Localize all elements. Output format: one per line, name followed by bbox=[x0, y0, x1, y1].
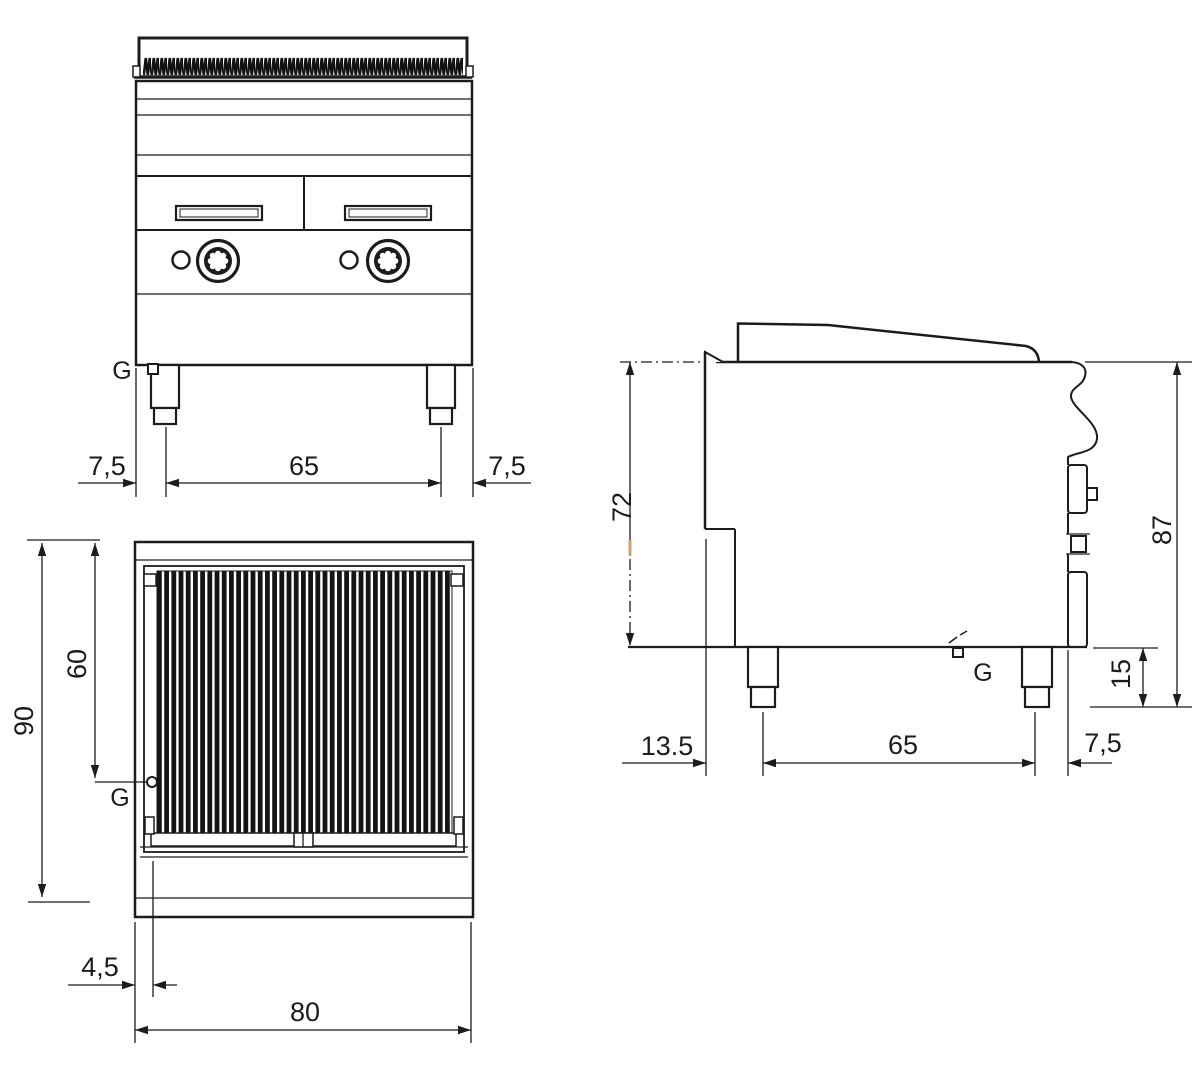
gas-fitting bbox=[1070, 535, 1087, 553]
grill-rack-teeth bbox=[143, 54, 463, 76]
dim-left-leg-offset: 7,5 bbox=[88, 451, 126, 481]
dimension-leg-height: 15 bbox=[1093, 647, 1158, 707]
rack-tab-left bbox=[132, 65, 141, 78]
control-knob-left bbox=[195, 238, 241, 284]
gas-connection-marker bbox=[952, 647, 964, 658]
dimension-width-total: 80 bbox=[135, 922, 472, 1043]
gas-connection-marker bbox=[146, 776, 158, 788]
handle-left bbox=[174, 204, 264, 222]
dim-leg-height: 15 bbox=[1106, 659, 1136, 689]
rear-valve-nub bbox=[1086, 487, 1098, 501]
dim-front-leg-offset: 13.5 bbox=[641, 731, 694, 761]
leg-front-right bbox=[425, 363, 457, 426]
gas-label: G bbox=[973, 659, 992, 687]
gas-label: G bbox=[110, 784, 129, 812]
rack-tab-right bbox=[465, 65, 474, 78]
grill-lid-profile bbox=[736, 322, 1041, 363]
dimension-depth-total: 90 bbox=[9, 539, 100, 903]
pilot-button-right bbox=[339, 250, 359, 270]
handle-right bbox=[343, 204, 433, 222]
dim-worktop-height: 72 bbox=[607, 492, 637, 522]
rear-valve-box bbox=[1067, 464, 1088, 514]
dimension-gas-depth: 60 G bbox=[62, 543, 147, 812]
dim-gas-depth: 60 bbox=[62, 649, 92, 679]
dim-leg-spacing-side: 65 bbox=[888, 730, 918, 760]
dimension-worktop-height: 72 bbox=[607, 362, 637, 646]
dimension-side-depth: 13.5 65 7,5 bbox=[622, 539, 1122, 776]
grill-side-clip-right bbox=[453, 816, 464, 835]
grill-side-clip-left bbox=[144, 816, 155, 835]
dimension-front-offset: 4,5 bbox=[68, 861, 177, 1043]
dim-right-leg-offset: 7,5 bbox=[488, 451, 526, 481]
gas-label: G bbox=[112, 357, 131, 385]
gas-connection-marker bbox=[147, 363, 159, 375]
gas-leader-line bbox=[948, 630, 968, 644]
dim-depth-total: 90 bbox=[9, 706, 39, 736]
control-knob-right bbox=[365, 238, 411, 284]
pilot-button-left bbox=[171, 250, 191, 270]
dim-front-offset: 4,5 bbox=[81, 952, 119, 982]
rear-flue-profile bbox=[1067, 361, 1099, 465]
dimension-front-width: 7,5 65 7,5 bbox=[78, 368, 531, 497]
grill-bars bbox=[156, 570, 453, 834]
dim-leg-spacing: 65 bbox=[289, 451, 319, 481]
dimension-total-height: 87 bbox=[1085, 361, 1192, 708]
leg-side-rear bbox=[1020, 645, 1054, 709]
grill-clip-top-left bbox=[143, 573, 157, 587]
dim-rear-leg-offset: 7,5 bbox=[1084, 728, 1122, 758]
rear-lower-box bbox=[1067, 571, 1088, 648]
grill-clip-top-right bbox=[450, 573, 464, 587]
top-view: 90 60 G 4,5 80 bbox=[9, 539, 475, 1043]
side-view: G 72 87 15 bbox=[607, 322, 1192, 776]
front-lip bbox=[704, 350, 724, 363]
dim-width-total: 80 bbox=[290, 997, 320, 1027]
front-view: G 7,5 65 7,5 bbox=[78, 36, 531, 497]
dim-total-height: 87 bbox=[1147, 515, 1177, 545]
leg-side-front bbox=[746, 645, 780, 709]
